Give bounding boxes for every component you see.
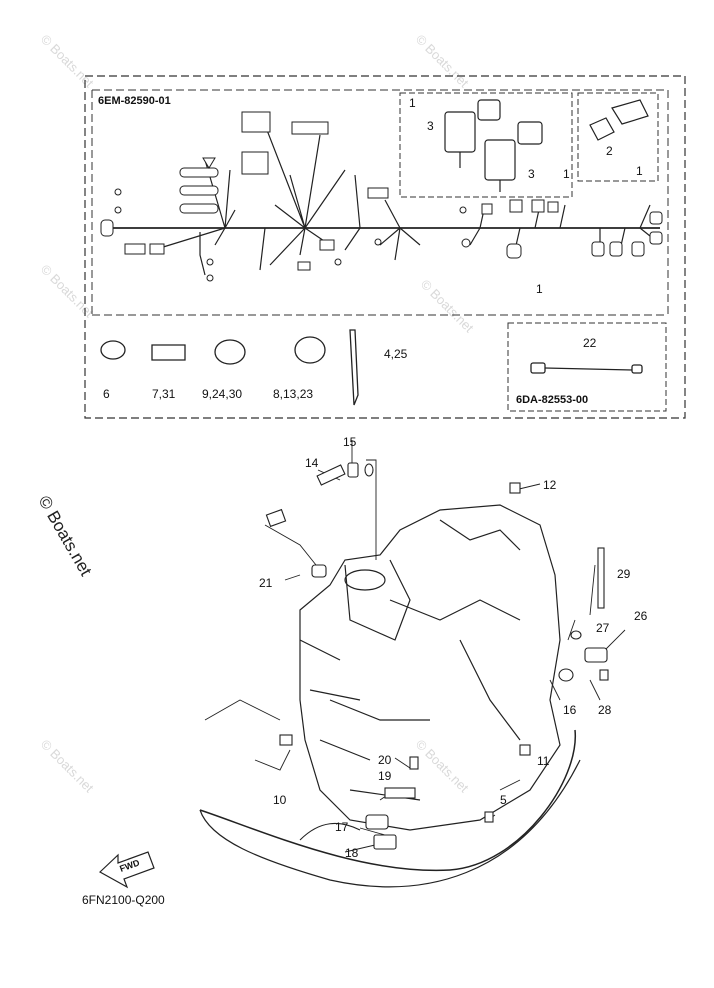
callout-10: 10 [273, 793, 287, 807]
callout-12: 12 [543, 478, 557, 492]
callout-21: 21 [259, 576, 273, 590]
callout-labels: 1 3 3 1 2 1 1 6 7,31 9,24,30 8,13,23 4,2… [103, 96, 648, 860]
callout-17: 17 [335, 820, 349, 834]
wire-harness [110, 124, 660, 276]
callout-14: 14 [305, 456, 319, 470]
callout-7-31: 7,31 [152, 387, 176, 401]
top-box-code: 6EM-82590-01 [98, 95, 171, 107]
clamps [100, 329, 643, 406]
ignition-coils [444, 99, 649, 192]
harness-connectors [100, 111, 663, 282]
callout-15: 15 [343, 435, 357, 449]
faint-watermark: © Boats.net [418, 277, 477, 336]
connector-inset-box [577, 92, 659, 182]
callout-1: 1 [409, 96, 416, 110]
callout-1: 1 [563, 167, 570, 181]
callout-6: 6 [103, 387, 110, 401]
fwd-arrow: FWD [98, 851, 155, 889]
callout-26: 26 [634, 609, 648, 623]
faint-watermark: © Boats.net [38, 737, 97, 796]
harness-kit-box [84, 75, 686, 419]
engine-illustration [199, 504, 581, 888]
side-watermark: © Boats.net [35, 493, 96, 580]
callout-29: 29 [617, 567, 631, 581]
callout-3: 3 [528, 167, 535, 181]
callout-2: 2 [606, 144, 613, 158]
faint-watermark: © Boats.net [38, 32, 97, 91]
callout-28: 28 [598, 703, 612, 717]
callout-27: 27 [596, 621, 610, 635]
callout-4-25: 4,25 [384, 347, 408, 361]
coil-inset-box [399, 92, 573, 198]
callout-20: 20 [378, 753, 392, 767]
callout-22: 22 [583, 336, 597, 350]
faint-watermarks: © Boats.net © Boats.net © Boats.net © Bo… [38, 32, 477, 796]
sub-harness-box [507, 322, 667, 412]
callout-9-24-30: 9,24,30 [202, 387, 242, 401]
sub-box-code: 6DA-82553-00 [516, 394, 588, 406]
faint-watermark: © Boats.net [38, 262, 97, 321]
callout-1: 1 [636, 164, 643, 178]
callout-8-13-23: 8,13,23 [273, 387, 313, 401]
callout-3: 3 [427, 119, 434, 133]
callout-5: 5 [500, 793, 507, 807]
callout-11: 11 [537, 754, 550, 768]
callout-1: 1 [536, 282, 543, 296]
figure-code: 6FN2100-Q200 [82, 893, 165, 907]
callout-19: 19 [378, 769, 392, 783]
callout-18: 18 [345, 846, 359, 860]
faint-watermark: © Boats.net [413, 32, 472, 91]
callout-16: 16 [563, 703, 577, 717]
small-parts [265, 462, 609, 850]
faint-watermark: © Boats.net [413, 737, 472, 796]
